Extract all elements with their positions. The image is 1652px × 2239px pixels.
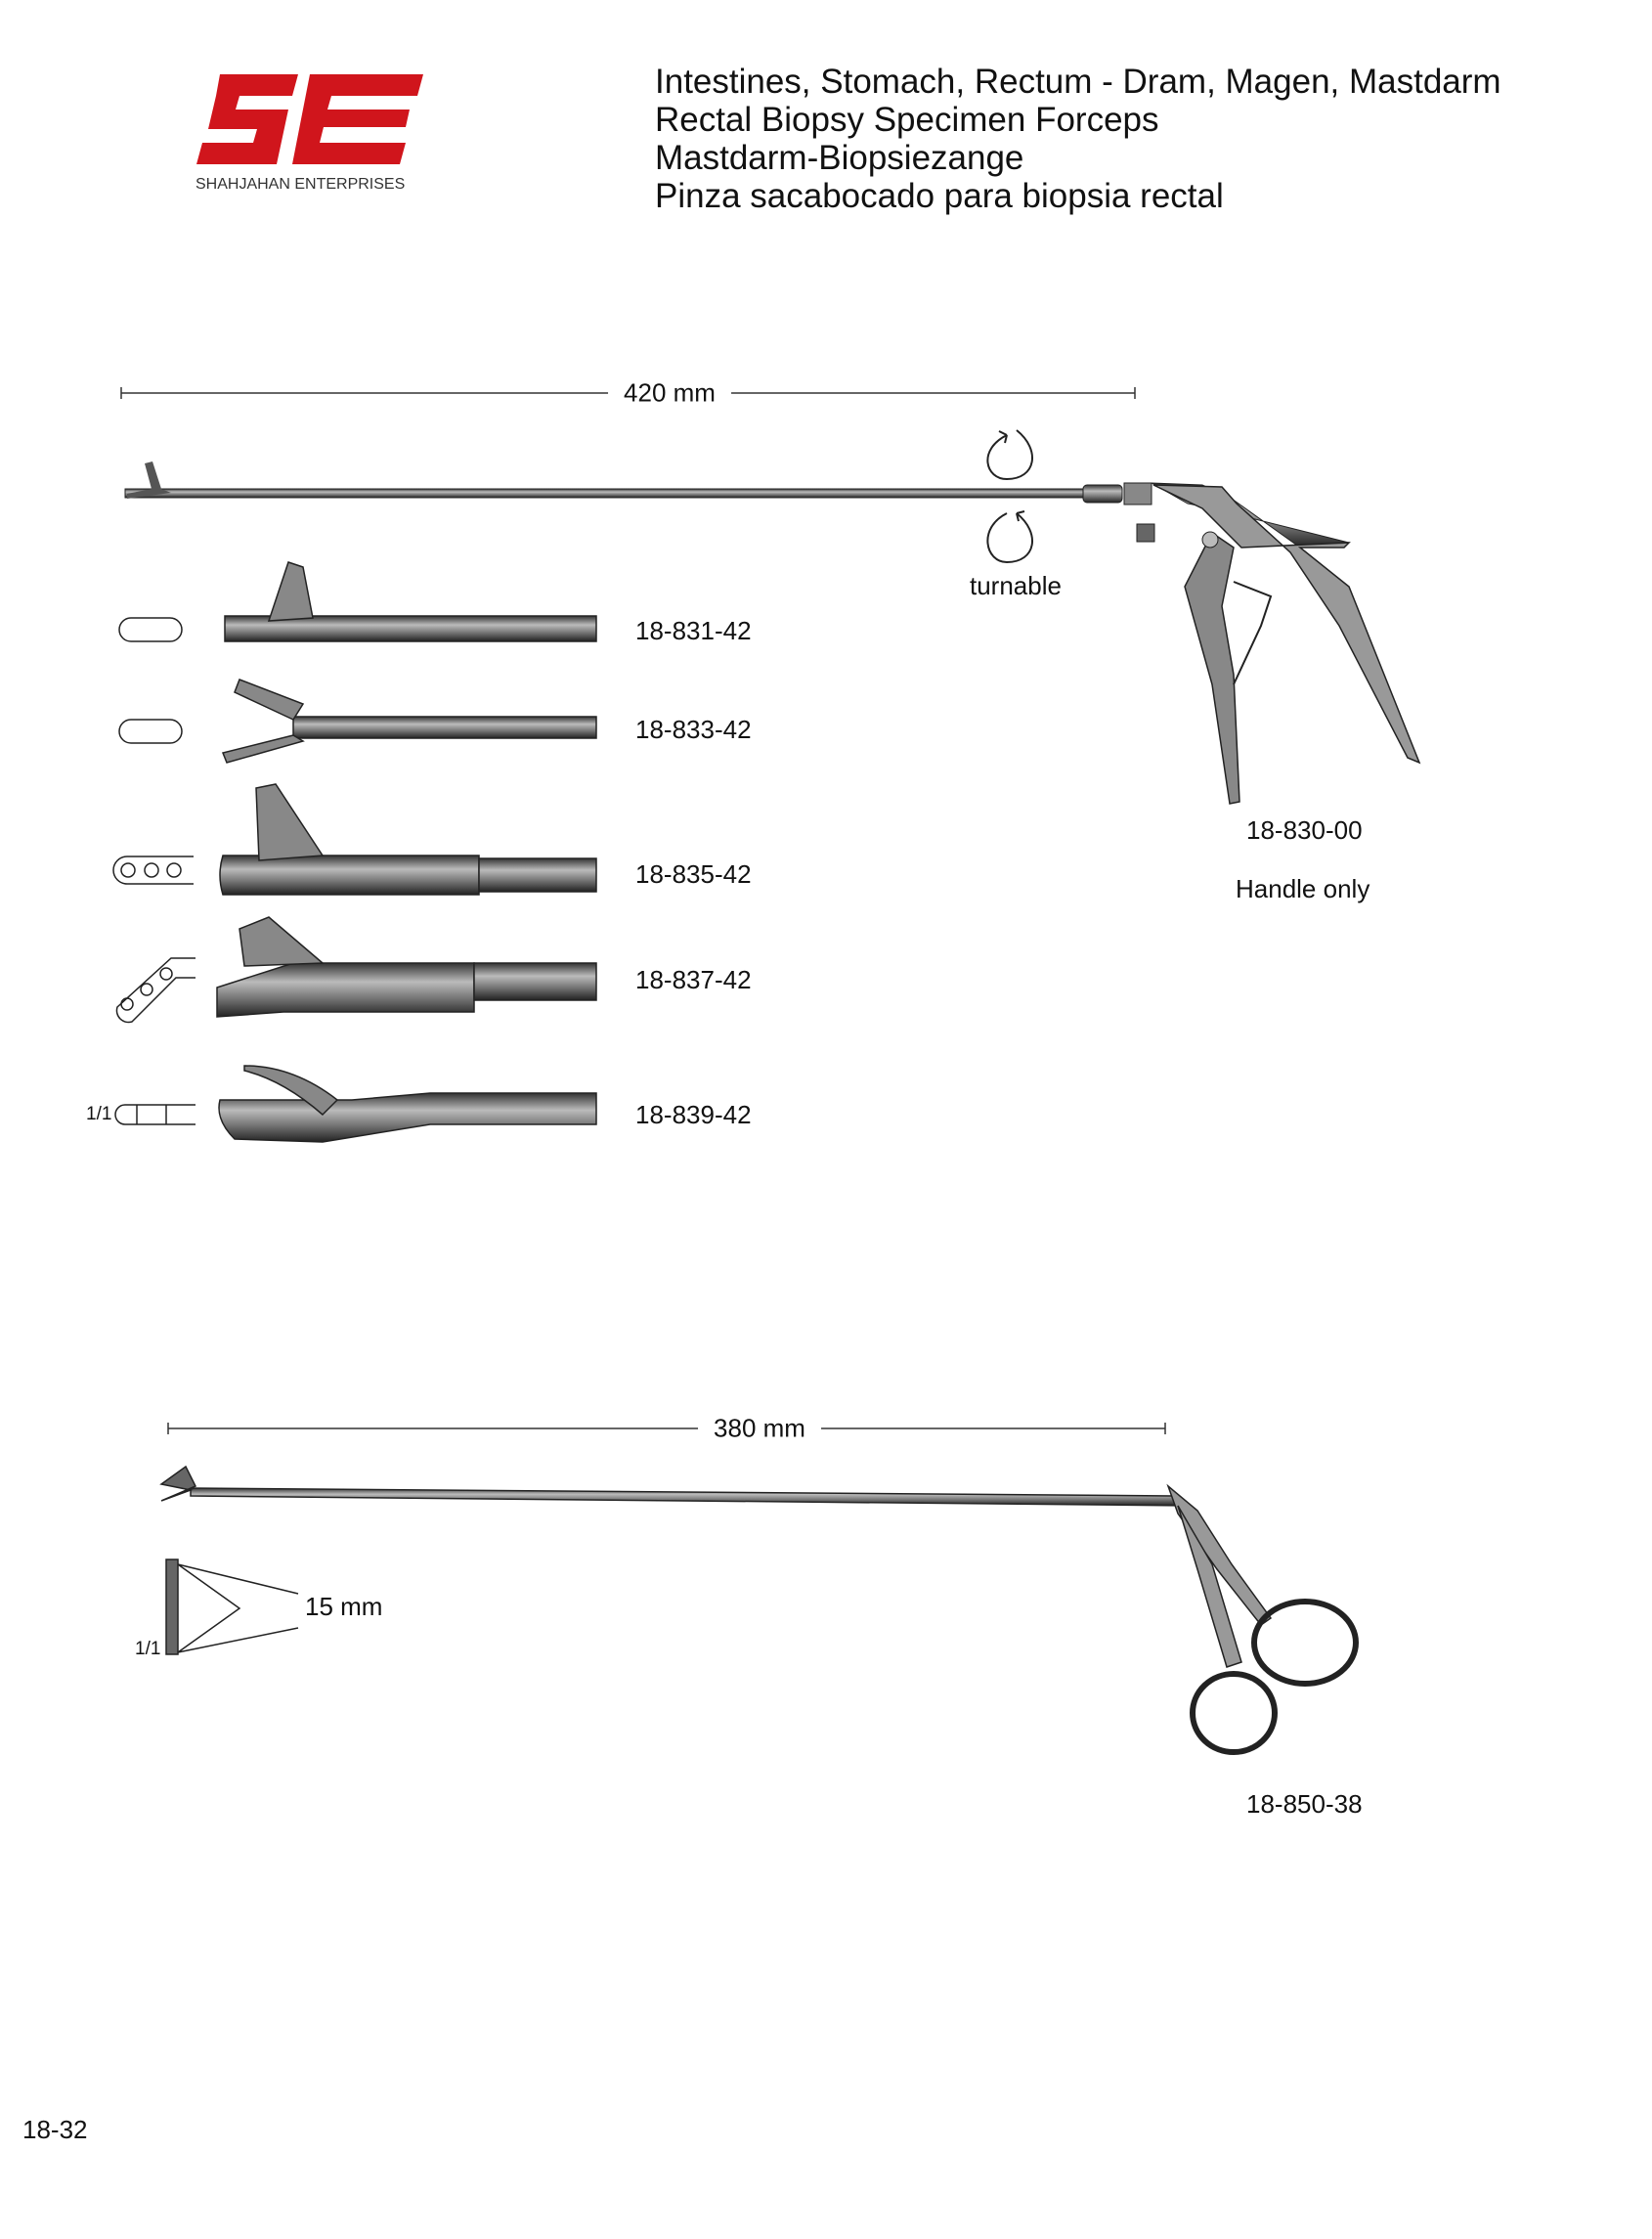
biopsy-forceps-380-drawing [159,1465,1359,1755]
tip-code-3: 18-835-42 [635,859,752,889]
header-line-spanish: Pinza sacabocado para biopsia rectal [655,177,1224,215]
instrument-2-code: 18-850-38 [1246,1789,1363,1819]
profile-oval-icon [118,719,183,744]
turnable-label: turnable [970,571,1062,600]
tip-code-2: 18-833-42 [635,715,752,744]
company-logo: SHAHJAHAN ENTERPRISES [191,70,430,198]
tip-code-4: 18-837-42 [635,965,752,994]
profile-oval-icon [118,617,183,642]
jaw-length-label: 15 mm [305,1592,383,1621]
page-header: Intestines, Stomach, Rectum - Dram, Mage… [655,63,1501,215]
dimension-line-380 [167,1423,1166,1434]
se-logo-mark [196,74,423,164]
tip-drawings [112,561,597,1143]
profile-spoon-icon [114,1104,196,1125]
length-label-380: 380 mm [698,1413,821,1444]
handle-code: 18-830-00 [1246,815,1363,845]
logo-brand-text: SHAHJAHAN ENTERPRISES [196,176,406,193]
header-line-categories: Intestines, Stomach, Rectum - Dram, Mage… [655,63,1501,101]
profile-three-holes-angled-icon [115,957,196,1024]
rotate-arrows-icon [986,429,1033,564]
biopsy-forceps-420-drawing [124,461,1421,805]
handle-note: Handle only [1236,874,1370,903]
header-line-german: Mastdarm-Biopsiezange [655,139,1024,177]
page-number: 18-32 [22,2115,88,2144]
tip-scale-label: 1/1 [86,1104,112,1124]
length-label-420: 420 mm [608,377,731,409]
jaw-scale-label: 1/1 [135,1639,161,1659]
header-line-english: Rectal Biopsy Specimen Forceps [655,101,1159,139]
profile-three-holes-icon [112,856,194,885]
tip-code-5: 18-839-42 [635,1100,752,1129]
tip-code-1: 18-831-42 [635,616,752,645]
